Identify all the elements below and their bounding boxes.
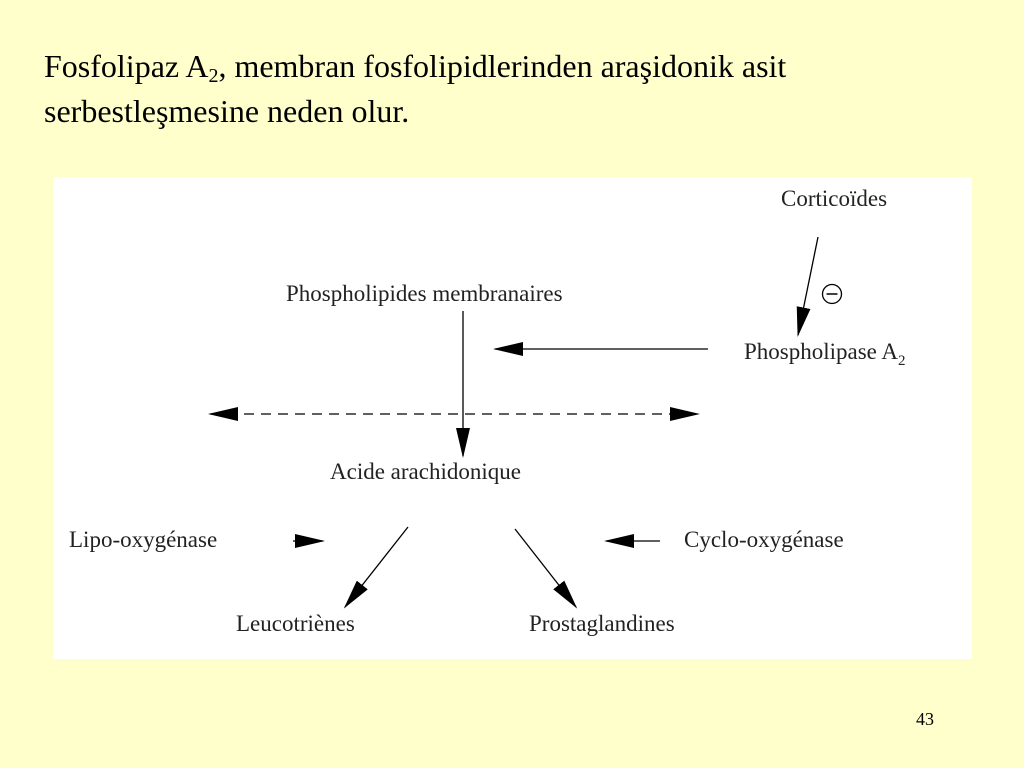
label-leucotrienes: Leucotriènes: [236, 611, 355, 636]
diagram-arrows: [208, 236, 819, 609]
label-lipo-oxygenase: Lipo-oxygénase: [69, 527, 218, 552]
label-cyclo-oxygenase: Cyclo-oxygénase: [684, 527, 844, 552]
arrow-acide-to-leucotrienes: [343, 526, 409, 609]
title-subscript: 2: [208, 65, 219, 87]
page-number: 43: [916, 709, 934, 729]
phospholipase-text: Phospholipase A: [744, 339, 898, 364]
label-prostaglandines: Prostaglandines: [529, 611, 675, 636]
label-corticoides: Corticoïdes: [781, 186, 888, 211]
diagram-panel: Corticoïdes Phospholipides membranaires …: [53, 177, 972, 659]
label-phospholipides-membranaires: Phospholipides membranaires: [286, 281, 563, 306]
arrow-acide-to-prostaglandines: [514, 528, 578, 609]
title-text-start: Fosfolipaz A: [44, 48, 209, 84]
slide-title: Fosfolipaz A2, membran fosfolipidlerinde…: [44, 44, 994, 134]
label-acide-arachidonique: Acide arachidonique: [330, 459, 521, 484]
phospholipase-subscript: 2: [897, 353, 906, 369]
title-text-end: , membran fosfolipidlerinden araşidonik …: [44, 48, 787, 129]
label-phospholipase-a2: Phospholipase A2: [744, 338, 906, 369]
arrow-corticoides-to-phospholipase: [796, 236, 819, 337]
minus-circle-icon: [821, 283, 843, 305]
